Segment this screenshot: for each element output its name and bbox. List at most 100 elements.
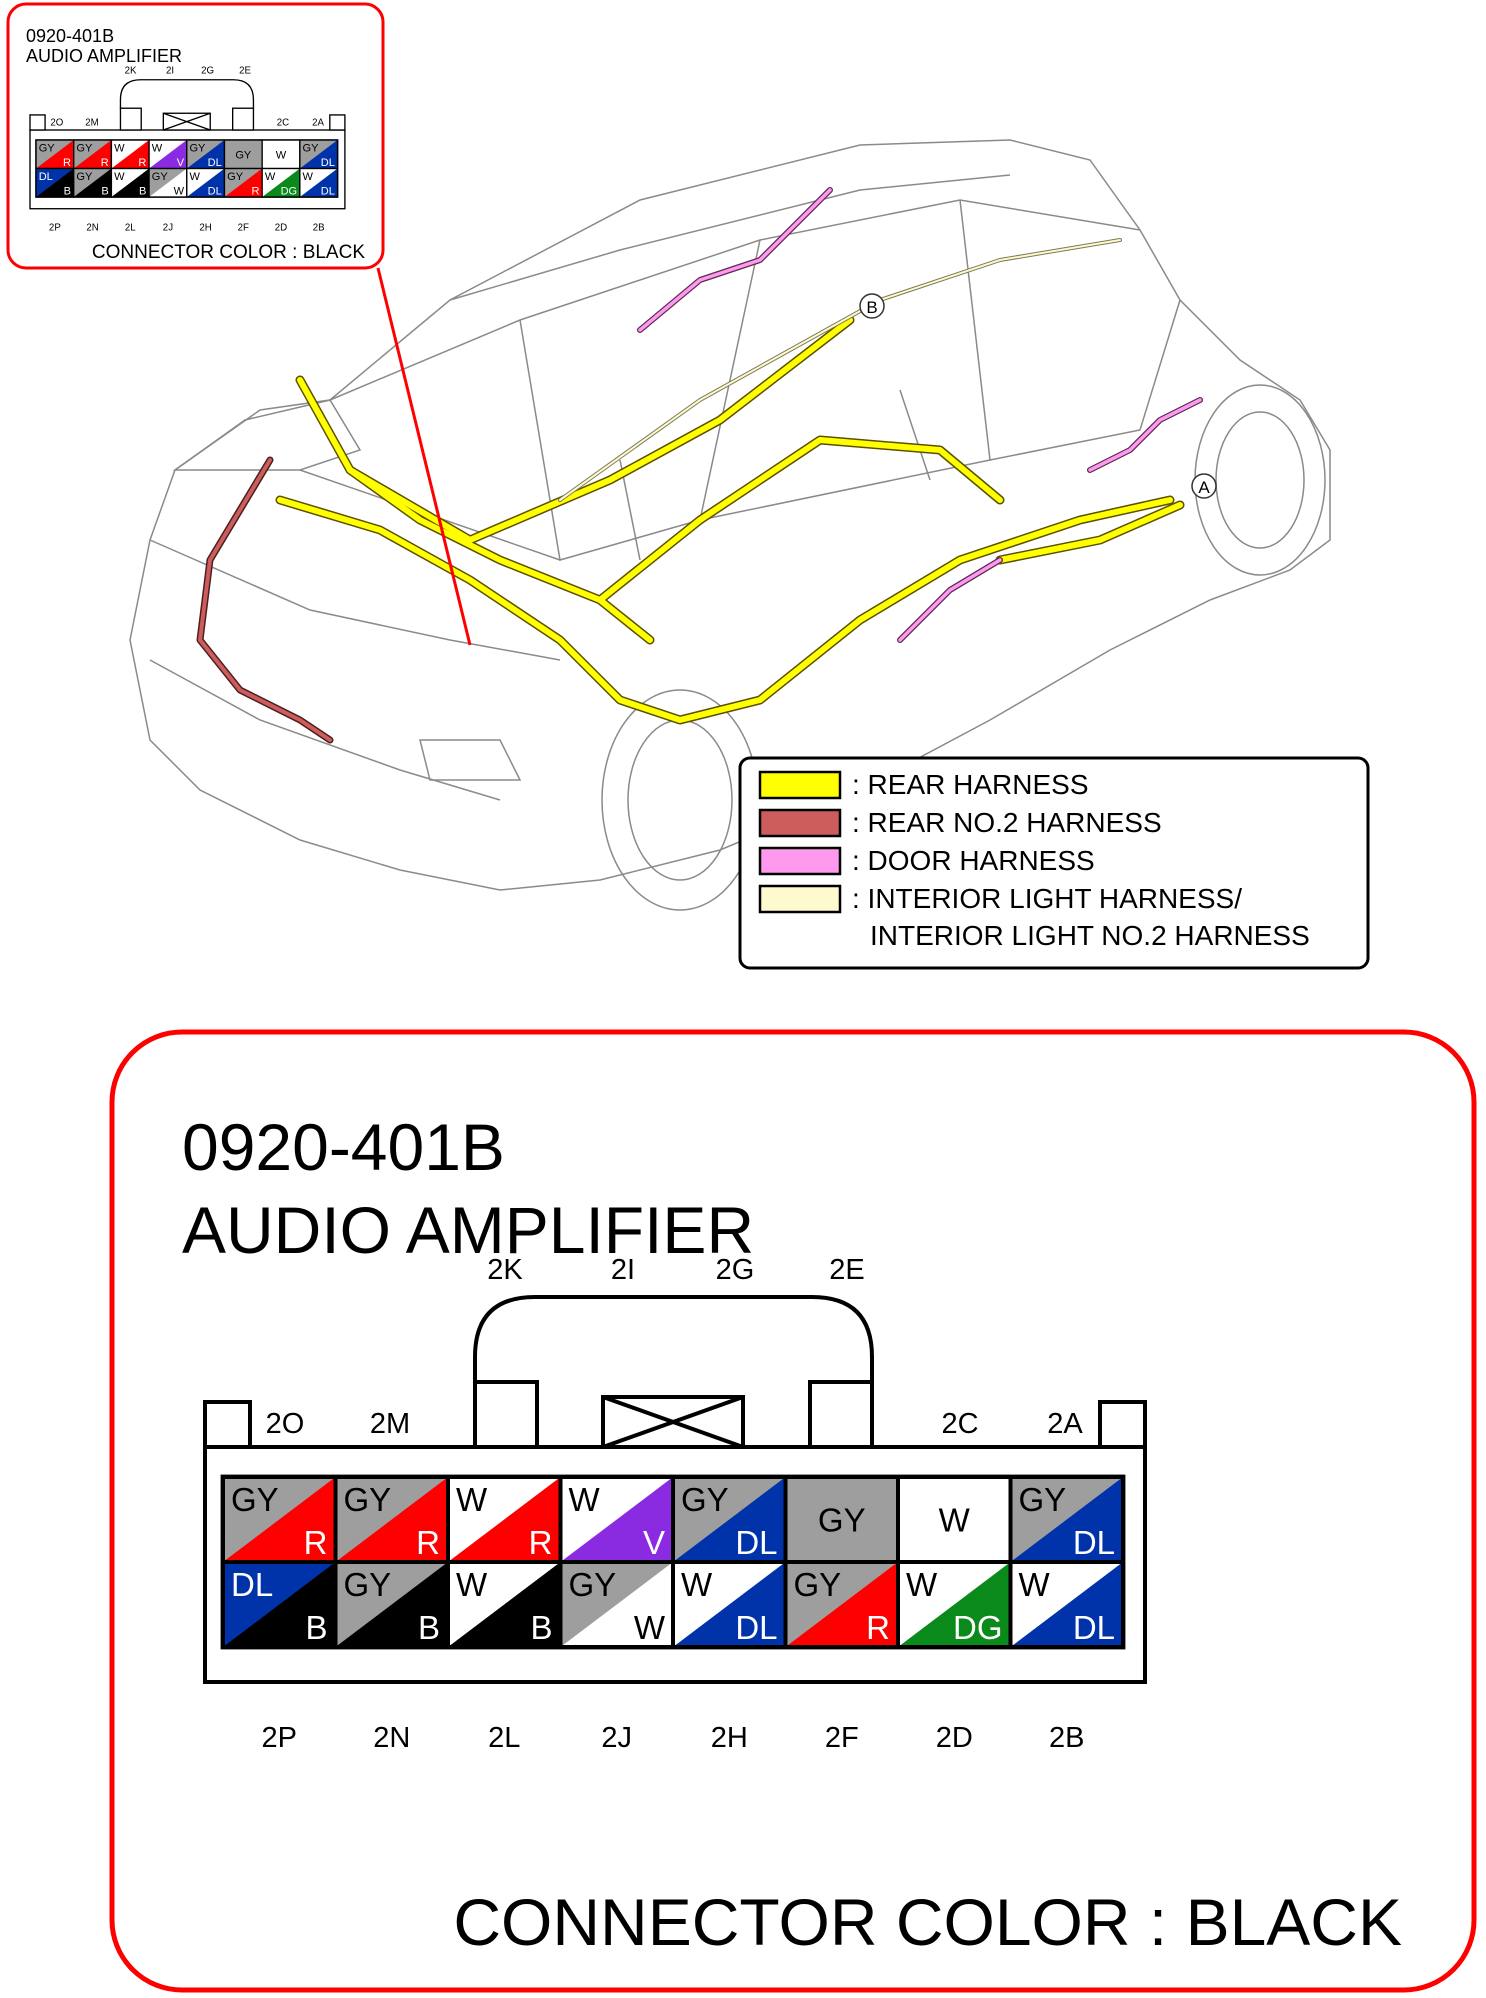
pin-primary-label: GY (344, 1481, 392, 1518)
small-bottom-pin-label: 2N (86, 223, 98, 234)
pin-stripe-label: V (643, 1524, 665, 1561)
pin-primary-label: W (906, 1566, 938, 1603)
small-pin-cell: WR (110, 139, 150, 170)
small-pin-stripe-color (36, 140, 74, 169)
small-pin-border (299, 167, 339, 198)
svg-text:B: B (866, 298, 877, 317)
small-pin-stripe-color (36, 168, 74, 197)
small-pin-cell: WDL (186, 167, 226, 198)
lock-pin-label: 2I (611, 1254, 635, 1286)
legend-item: : REAR HARNESS (758, 769, 1089, 800)
connector-name: AUDIO AMPLIFIER (182, 1193, 754, 1267)
pin-stripe-color (785, 1562, 898, 1647)
bottom-pin-label: 2L (488, 1722, 520, 1754)
pin-primary-label: GY (344, 1566, 392, 1603)
small-pin-primary-label: GY (76, 142, 93, 154)
bottom-pin-label: 2J (601, 1722, 632, 1754)
small-pin-cell: WV (148, 139, 188, 170)
large-callout: 0920-401B AUDIO AMPLIFIER GYRGYRWRWVGYDL… (109, 1029, 1477, 1993)
pin-primary-label: GY (231, 1481, 279, 1518)
small-pin-stripe-label: B (64, 185, 71, 197)
small-pin-stripe-color (73, 168, 112, 197)
pin-primary-color (898, 1477, 1011, 1562)
legend-item: : INTERIOR LIGHT HARNESS/INTERIOR LIGHT … (758, 883, 1310, 951)
legend-swatch (758, 884, 842, 914)
small-pin-cell: W (261, 139, 301, 170)
pin-stripe-label: R (304, 1524, 328, 1561)
pin-stripe-color (898, 1562, 1011, 1647)
small-pin-stripe-label: DL (208, 185, 222, 197)
pin-stripe-color (335, 1562, 448, 1647)
small-lock-pin-label: 2G (201, 66, 214, 77)
pin-stripe-label: DL (735, 1609, 777, 1646)
pin-cell: GYR (783, 1560, 900, 1649)
small-lock-post-right (232, 107, 255, 131)
pin-stripe-label: B (418, 1609, 440, 1646)
small-pin-cell: WB (110, 167, 150, 198)
pin-stripe-label: W (634, 1609, 666, 1646)
small-pin-stripe-label: V (177, 157, 185, 169)
pin-stripe-color (335, 1477, 448, 1562)
corner-pin-label: 2O (266, 1408, 305, 1440)
pin-stripe-color (448, 1562, 561, 1647)
small-corner-pin-label: 2C (277, 117, 289, 128)
small-pin-stripe-color (299, 168, 338, 197)
pin-stripe-color (560, 1477, 673, 1562)
small-pin-stripe-color (73, 140, 112, 169)
pin-primary-label: GY (794, 1566, 842, 1603)
pin-cell: GY B (333, 1560, 450, 1649)
small-bottom-pin-label: 2P (49, 223, 61, 234)
pin-primary-label: DL (231, 1566, 273, 1603)
small-pin-primary-label: GY (152, 171, 169, 183)
lock-post-right (808, 1380, 874, 1449)
pin-label: GY (818, 1502, 866, 1539)
small-pin-cell: WDG (261, 167, 301, 198)
small-pin-cell: GYR (223, 167, 263, 198)
pin-stripe-color (448, 1477, 561, 1562)
small-corner-pin-label: 2O (50, 117, 63, 128)
small-lock-pin-label: 2E (239, 66, 251, 77)
small-pin-stripe-label: B (101, 185, 108, 197)
lock-pin-label: 2K (487, 1254, 523, 1286)
small-pin-primary-label: W (303, 171, 314, 183)
pin-cell: DLB (221, 1560, 338, 1649)
small-pin-cell: GYR (35, 139, 75, 170)
small-pin-primary-label: W (114, 142, 125, 154)
pin-cell: GY R (221, 1475, 338, 1564)
pin-stripe-label: B (530, 1609, 552, 1646)
small-bottom-pin-label: 2D (275, 223, 287, 234)
pin-primary-label: W (1019, 1566, 1051, 1603)
small-pin-stripe-color (299, 140, 338, 169)
small-lock-pin-label: 2I (166, 66, 174, 77)
pin-stripe-label: DL (1073, 1524, 1115, 1561)
small-pin-stripe-color (149, 168, 187, 197)
small-pin-primary-color (262, 140, 300, 169)
harness-wiring (196, 187, 1203, 744)
small-pin-primary-label: GY (303, 142, 320, 154)
small-pin-stripe-color (111, 140, 150, 169)
small-corner-tab-left (29, 114, 46, 131)
small-connector-code: 0920-401B (26, 26, 114, 46)
small-pin-primary-label: DL (39, 171, 53, 183)
bottom-pin-label: 2H (711, 1722, 748, 1754)
corner-pin-label: 2M (370, 1408, 410, 1440)
small-bottom-pin-label: 2L (125, 223, 136, 234)
small-pin-cell: GYB (73, 167, 113, 198)
small-lock-pin-label: 2K (125, 66, 137, 77)
legend-item: : REAR NO.2 HARNESS (758, 807, 1162, 838)
corner-tab-left (203, 1400, 252, 1449)
small-pin-stripe-label: R (101, 157, 109, 169)
small-corner-pin-label: 2A (312, 117, 324, 128)
small-bottom-pin-label: 2J (163, 223, 173, 234)
svg-text:A: A (1198, 478, 1210, 497)
pin-cell: WR (446, 1475, 563, 1564)
small-pin-stripe-color (224, 168, 263, 197)
connector-color-note: CONNECTOR COLOR : BLACK (453, 1885, 1402, 1959)
pin-cell: WDG (896, 1560, 1013, 1649)
small-bottom-pin-label: 2F (238, 223, 249, 234)
small-pin-primary-label: W (152, 142, 163, 154)
marker-a: A (1191, 473, 1217, 499)
